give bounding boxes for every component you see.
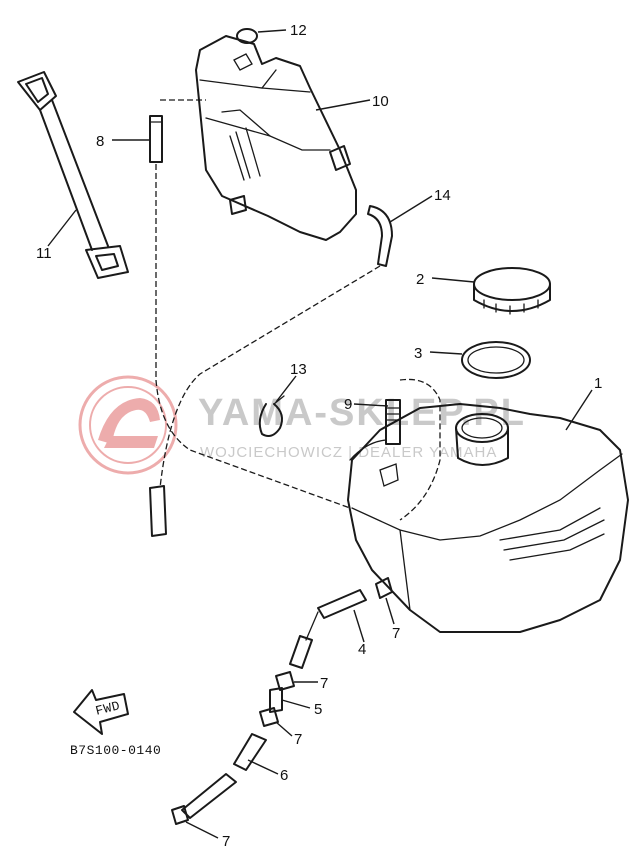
callout-5: 5	[314, 701, 322, 718]
callout-7-lower: 7	[294, 731, 302, 748]
watermark-logo	[78, 375, 178, 475]
part-2-filler-cap	[473, 267, 551, 315]
part-3-gasket	[461, 341, 531, 379]
callout-4: 4	[358, 641, 366, 658]
callout-1: 1	[594, 375, 602, 392]
part-7-clamp-b	[275, 671, 295, 691]
part-7-clamp-d	[171, 805, 189, 825]
callout-3: 3	[414, 345, 422, 362]
callout-2: 2	[416, 271, 424, 288]
tank-neck	[349, 439, 387, 461]
part-13-clip	[258, 395, 285, 437]
part-6-hose	[181, 733, 267, 819]
routing-line-9	[399, 378, 441, 521]
callout-7-middle: 7	[320, 675, 328, 692]
routing-line-breather	[155, 164, 351, 509]
catalog-code: B7S100-0140	[70, 743, 161, 758]
callout-14: 14	[434, 187, 451, 204]
leader-lines	[47, 29, 593, 839]
callout-9: 9	[344, 396, 352, 413]
callout-11: 11	[36, 245, 52, 262]
callout-7-bottom: 7	[222, 833, 230, 850]
callout-7-upper: 7	[392, 625, 400, 642]
watermark-subtitle: WOJCIECHOWICZ | DEALER YAMAHA	[200, 444, 497, 461]
part-5-fitting	[269, 687, 283, 713]
fwd-label: FWD	[94, 698, 122, 719]
routing-line-vent	[159, 265, 381, 489]
part-8-hose	[149, 115, 163, 163]
part-1-fuel-tank	[347, 403, 629, 633]
fwd-arrow-icon: FWD	[73, 689, 129, 735]
part-7-clamp-a	[375, 577, 393, 599]
callout-8: 8	[96, 133, 104, 150]
part-8-lower-hose	[149, 485, 167, 537]
callout-12: 12	[290, 22, 307, 39]
callout-13: 13	[290, 361, 307, 378]
callout-6: 6	[280, 767, 288, 784]
part-10-oil-tank	[195, 35, 357, 241]
part-14-hose	[367, 205, 393, 267]
watermark-title: YAMA-SKLEP.PL	[198, 392, 526, 434]
part-4-hose	[289, 589, 367, 669]
part-11-strap	[17, 71, 129, 279]
callout-10: 10	[372, 93, 389, 110]
